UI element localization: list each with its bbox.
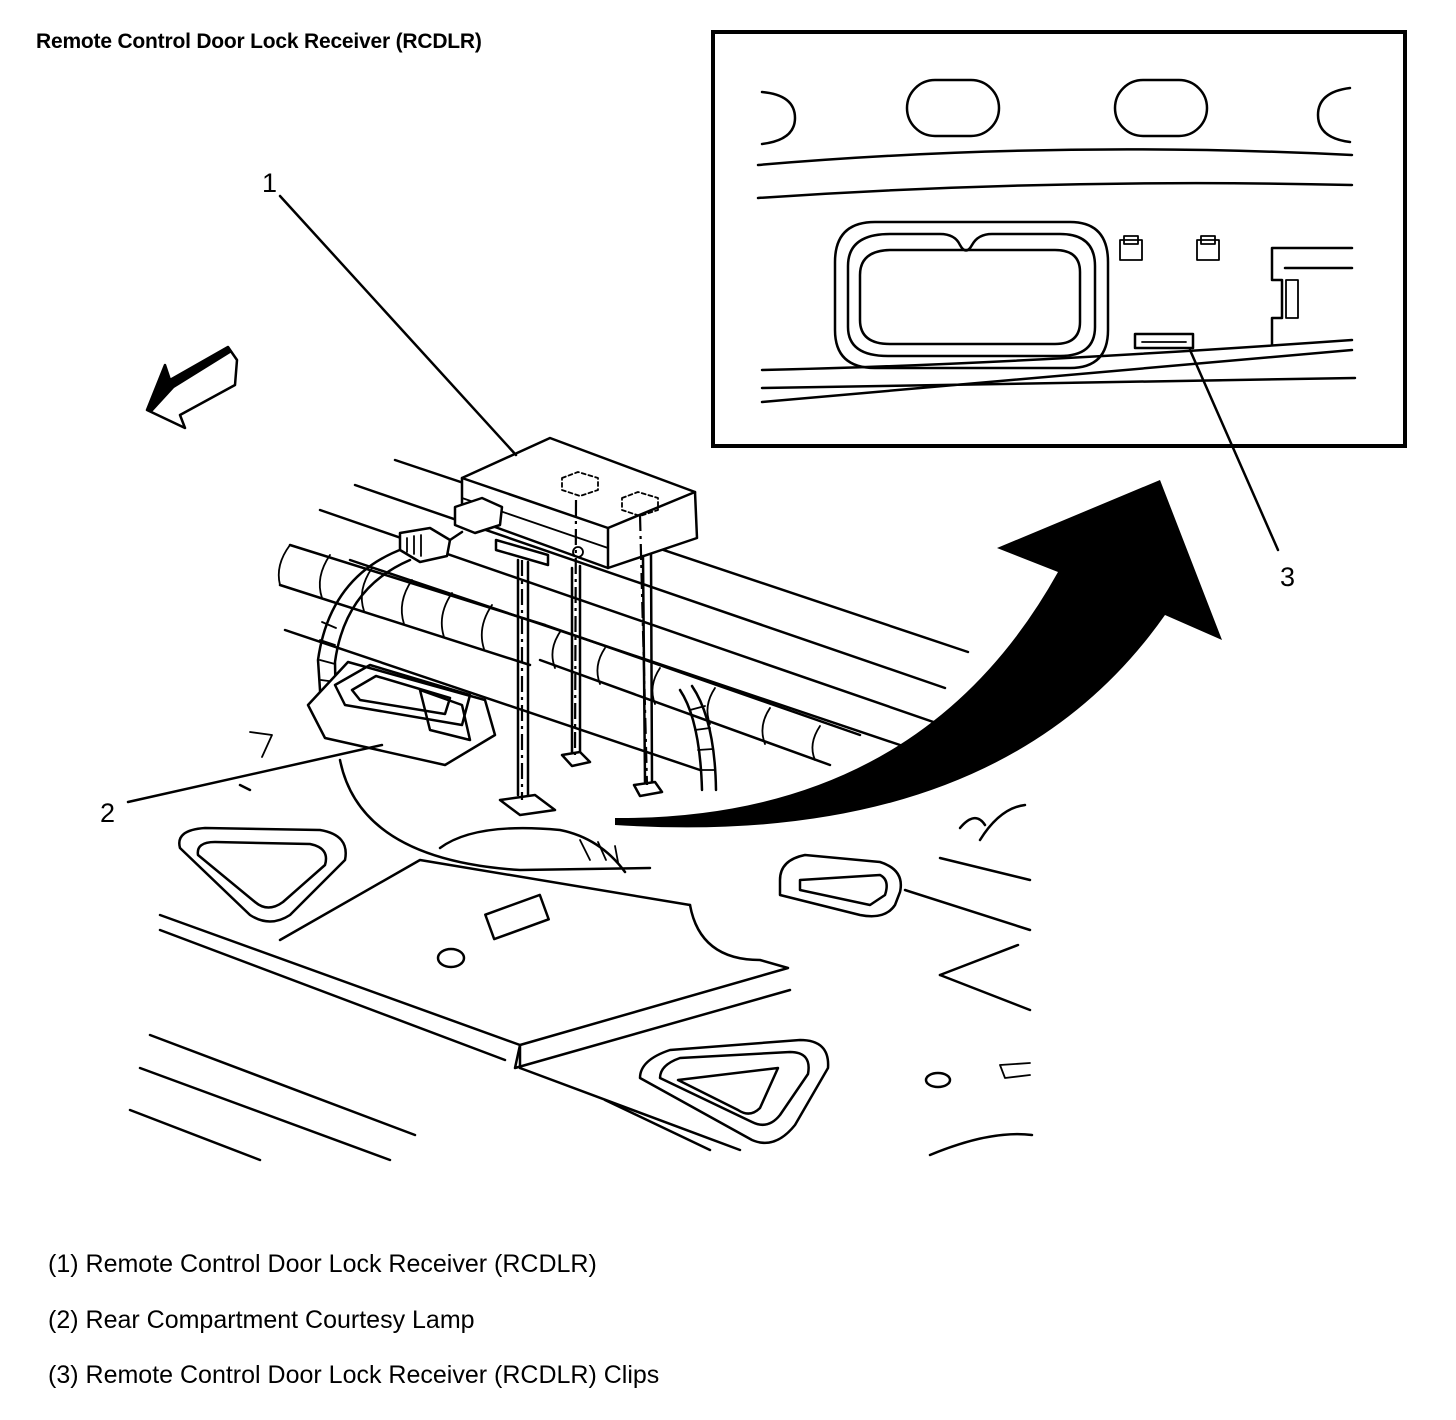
legend-text: Remote Control Door Lock Receiver (RCDLR…: [85, 1361, 660, 1389]
callout-2: 2: [100, 798, 115, 828]
detail-inset: [711, 30, 1407, 552]
legend-number: (3): [48, 1361, 79, 1389]
direction-arrow-icon: [145, 345, 239, 430]
legend-number: (2): [48, 1306, 79, 1334]
legend-item-3: (3) Remote Control Door Lock Receiver (R…: [48, 1361, 659, 1390]
legend-text: Rear Compartment Courtesy Lamp: [85, 1306, 475, 1334]
rear-compartment-panel: [126, 194, 1034, 1162]
callout-1: 1: [262, 168, 277, 198]
magnify-arrow: [615, 480, 1222, 828]
diagram-title: Remote Control Door Lock Receiver (RCDLR…: [36, 30, 482, 53]
legend-item-1: (1) Remote Control Door Lock Receiver (R…: [48, 1250, 597, 1279]
callout-3: 3: [1280, 562, 1295, 592]
legend-item-2: (2) Rear Compartment Courtesy Lamp: [48, 1306, 475, 1335]
legend-number: (1): [48, 1250, 79, 1278]
legend-text: Remote Control Door Lock Receiver (RCDLR…: [85, 1250, 597, 1278]
